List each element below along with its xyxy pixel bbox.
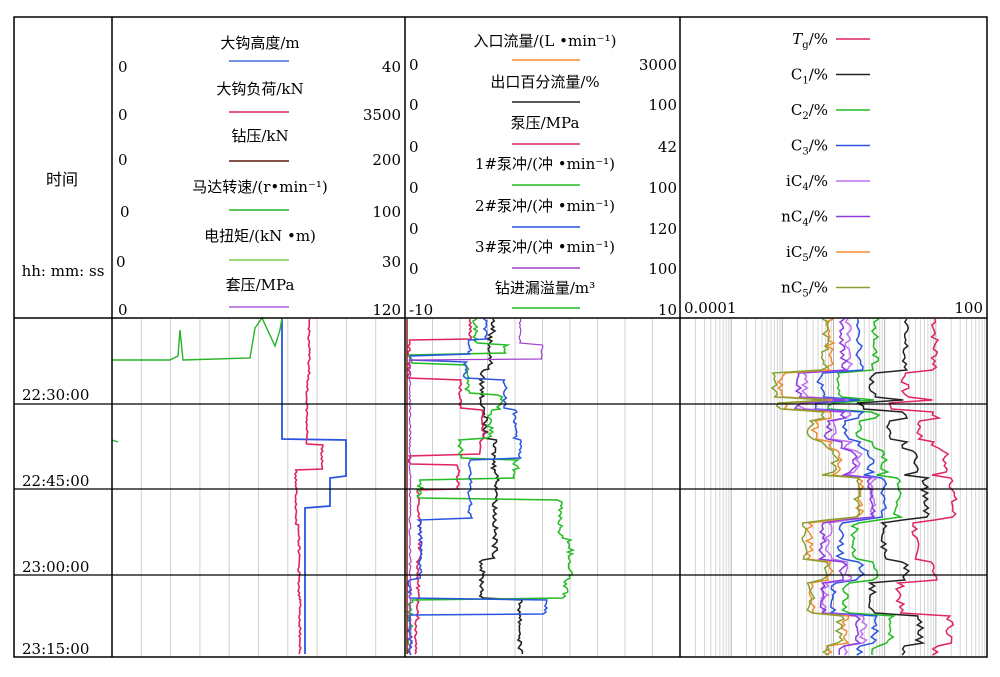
track3-legend-label: C3/%: [791, 137, 828, 158]
track3-header: 0.0001 100 Tg/% C1/% C2/% C3/% iC4/% nC4/% iC5…: [684, 30, 983, 317]
track2-scale-max: 120: [648, 220, 677, 238]
track1-scale-max: 30: [382, 253, 401, 271]
track2-scale-max: 100: [648, 179, 677, 197]
track1-scale-min: 0: [116, 253, 126, 271]
track2-header: 入口流量/(L •min⁻¹) 0 3000 出口百分流量/% 0 100 泵压…: [409, 32, 677, 319]
track1-scale-min: 0: [118, 151, 128, 169]
nc5-curve: [770, 318, 862, 656]
track1-scale-min: 0: [118, 58, 128, 76]
nc4-curve: [793, 318, 877, 656]
track2-scale-min: 0: [409, 56, 419, 74]
time-title: 时间: [46, 170, 78, 189]
track2-scale-min: 0: [409, 96, 419, 114]
track2-scale-max: 100: [648, 96, 677, 114]
time-tick-2230: 22:30:00: [22, 386, 89, 404]
time-tick-2300: 23:00:00: [22, 558, 89, 576]
track3-legend-label: C1/%: [791, 66, 828, 87]
track2-scale-min: -10: [409, 301, 433, 319]
frame-lines: [14, 17, 987, 657]
track2-scale-min: 0: [409, 138, 419, 156]
track3-legend-label: nC4/%: [781, 208, 828, 229]
track2-curve-label: 3#泵冲/(冲 •min⁻¹): [475, 238, 615, 256]
pump-stroke-3-curve: [408, 318, 544, 655]
time-unit-label: hh: mm: ss: [22, 262, 105, 280]
track2-curve-label: 1#泵冲/(冲 •min⁻¹): [475, 155, 615, 173]
track1-scale-max: 3500: [363, 106, 401, 124]
return-flow-curve: [478, 318, 524, 655]
c3-curve: [814, 318, 888, 656]
track3-scale-min: 0.0001: [684, 299, 737, 317]
track1-scale-min: 0: [118, 301, 128, 319]
tg-curve: [888, 318, 958, 656]
track2-curve-label: 钻进漏溢量/m³: [495, 279, 595, 297]
track2-curve-label: 2#泵冲/(冲 •min⁻¹): [475, 197, 615, 215]
track2-scale-min: 0: [409, 220, 419, 238]
track3-legend-label: C2/%: [791, 101, 828, 122]
track2-curve-label: 泵压/MPa: [511, 114, 580, 132]
track2-scale-max: 3000: [639, 56, 677, 74]
track2-scale-max: 100: [648, 260, 677, 278]
track1-header: 大钩高度/m 0 40 大钩负荷/kN 0 3500 钻压/kN 0 200 马…: [116, 34, 401, 319]
time-gridlines: [14, 403, 987, 576]
track1-curve-label: 大钩高度/m: [220, 34, 299, 52]
track2-scale-min: 0: [409, 179, 419, 197]
track1-curve-label: 大钩负荷/kN: [216, 80, 303, 98]
motor-speed-curve: [112, 316, 283, 361]
track1-scale-min: 0: [120, 203, 130, 221]
track2-curve-label: 出口百分流量/%: [490, 73, 599, 91]
pump-stroke-1-curve: [405, 318, 575, 655]
track1-curve-label: 电扭矩/(kN •m): [204, 227, 316, 245]
track1-grid: [140, 319, 377, 656]
track3-legend-label: iC5/%: [786, 243, 828, 264]
track1-curve-label: 马达转速/(r•min⁻¹): [192, 178, 327, 196]
pump-stroke-2-curve: [406, 318, 549, 656]
track1-scale-max: 40: [382, 58, 401, 76]
ic4-curve: [797, 318, 879, 656]
track2-curve-label: 入口流量/(L •min⁻¹): [474, 32, 617, 50]
track3-legend-label: nC5/%: [781, 279, 828, 300]
track1-scale-max: 200: [372, 151, 401, 169]
ic5-curve: [776, 318, 865, 656]
track1-scale-max: 100: [372, 203, 401, 221]
track1-scale-max: 120: [372, 301, 401, 319]
track3-legend-label: Tg/%: [792, 30, 828, 51]
track1-scale-min: 0: [118, 106, 128, 124]
c2-curve: [827, 318, 904, 655]
track2-scale-min: 0: [409, 260, 419, 278]
c1-curve: [856, 318, 931, 656]
time-tick-2315: 23:15:00: [22, 640, 89, 658]
hook-load-curve: [294, 318, 324, 655]
track2-scale-max: 10: [658, 301, 677, 319]
motor-speed-curve: [111, 439, 119, 443]
time-tick-2245: 22:45:00: [22, 472, 89, 490]
track3-legend-label: iC4/%: [786, 172, 828, 193]
track3-scale-max: 100: [954, 299, 983, 317]
track2-scale-max: 42: [658, 138, 677, 156]
hook-height-curve: [281, 319, 347, 654]
track1-curve-label: 钻压/kN: [231, 127, 288, 145]
track1-curve-label: 套压/MPa: [226, 276, 295, 294]
curve-layer: [111, 316, 958, 656]
